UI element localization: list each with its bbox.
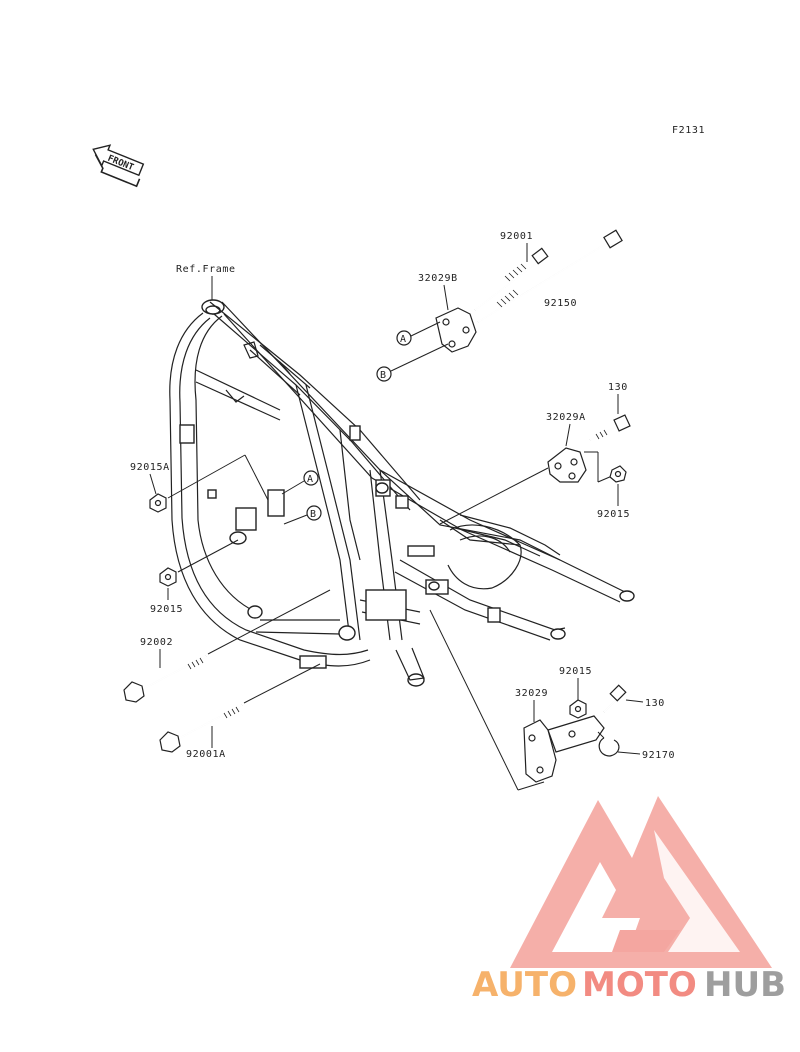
part-label-92015a: 92015A xyxy=(130,462,170,473)
part-label-92015-right: 92015 xyxy=(597,509,630,520)
part-label-130-top: 130 xyxy=(608,382,628,393)
nut-92015-bottom xyxy=(569,699,587,719)
bolt-92001 xyxy=(474,247,549,311)
bolt-130-bottom xyxy=(603,684,627,713)
part-label-92002: 92002 xyxy=(140,637,173,648)
callout-a-left-label: A xyxy=(307,474,314,485)
bracket-32029b xyxy=(435,307,477,353)
nut-92015-right xyxy=(609,465,627,483)
part-label-92015-bottom: 92015 xyxy=(559,666,592,677)
figure-code: F2131 xyxy=(672,125,705,136)
callout-a-top xyxy=(396,330,412,346)
automotohub-wordmark: AUTO MOTO HUB xyxy=(472,965,786,1005)
nut-92015-left xyxy=(159,567,177,587)
watermark-moto: MOTO xyxy=(582,965,697,1005)
callout-a-left xyxy=(303,470,319,486)
part-label-92001a: 92001A xyxy=(186,749,226,760)
ref-frame-label: Ref.Frame xyxy=(176,264,236,275)
bolt-92002 xyxy=(123,655,207,703)
part-label-92150: 92150 xyxy=(544,298,577,309)
bolt-92150 xyxy=(477,229,623,323)
part-label-92001: 92001 xyxy=(500,231,533,242)
clip-92170 xyxy=(597,731,620,757)
front-arrow-icon: FRONT xyxy=(92,144,145,188)
callout-a-top-label: A xyxy=(400,334,407,345)
bolt-92001a xyxy=(159,704,243,753)
callout-b-top-label: B xyxy=(380,370,387,381)
nut-92015a xyxy=(149,493,167,513)
motorcycle-frame xyxy=(169,299,635,687)
part-label-92170: 92170 xyxy=(642,750,675,761)
watermark-hub: HUB xyxy=(704,965,786,1005)
automotohub-logo-icon xyxy=(510,796,772,968)
callout-b-left xyxy=(306,505,322,521)
bolt-130-top xyxy=(589,414,631,441)
watermark-auto: AUTO xyxy=(472,965,577,1005)
callout-b-top xyxy=(376,366,392,382)
part-label-32029: 32029 xyxy=(515,688,548,699)
part-label-130-bottom: 130 xyxy=(645,698,665,709)
callout-b-left-label: B xyxy=(310,509,317,520)
part-label-32029a: 32029A xyxy=(546,412,586,423)
part-label-92015-left: 92015 xyxy=(150,604,183,615)
bracket-32029a xyxy=(547,447,587,483)
part-label-32029b: 32029B xyxy=(418,273,458,284)
